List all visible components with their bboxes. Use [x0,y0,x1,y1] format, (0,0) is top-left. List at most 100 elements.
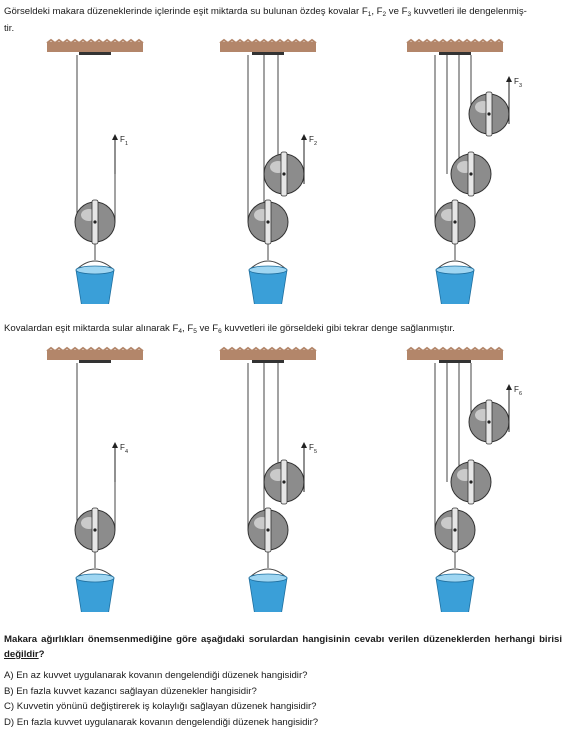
force-subscript: 3 [519,83,522,89]
pulley-axle [282,172,286,176]
water-bucket [248,568,288,612]
intro-text: Görseldeki makara düzeneklerinde içlerin… [4,6,527,34]
water-bucket [248,260,288,304]
ceiling-texture [406,346,504,353]
bucket-rim [248,265,288,275]
water-bucket [435,568,475,612]
pulley-axle [93,220,97,224]
bucket-body [75,577,115,612]
force-label: F [514,385,519,394]
option-d[interactable]: D) En fazla kuvvet uygulanarak kovanın d… [4,716,319,728]
pulley-1 [434,507,476,553]
water-bucket [435,260,475,304]
force-label: F [120,443,125,452]
ceiling-beam [406,346,504,363]
pulley-upper [263,459,305,505]
ceiling-block [220,42,316,52]
force-head [112,442,118,448]
pulley-2 [450,459,492,505]
ceiling-texture [46,38,144,45]
pulley-axle [469,480,473,484]
answer-options: A) En az kuvvet uygulanarak kovanın deng… [4,668,564,730]
force-subscript: 6 [519,391,522,397]
water-bucket [75,260,115,304]
ceiling-beam [46,38,144,55]
ceiling-bar [439,360,471,363]
force-subscript: 2 [314,141,317,147]
pulley-axle [93,528,97,532]
ceiling-block [407,42,503,52]
ceiling-beam [46,346,144,363]
intro-text-second: Kovalardan eşit miktarda sular alınarak … [4,323,455,335]
bucket-rim [435,573,475,583]
bucket-rim [248,573,288,583]
ceiling-bar [439,52,471,55]
pulley-axle [487,112,491,116]
force-subscript: 5 [314,449,317,455]
bucket-body [75,269,115,304]
ceiling-bar [252,360,284,363]
bucket-body [435,577,475,612]
force-label: F [309,135,314,144]
option-a[interactable]: A) En az kuvvet uygulanarak kovanın deng… [4,670,308,681]
ceiling-block [220,350,316,360]
ceiling-texture [219,38,317,45]
bucket-body [248,577,288,612]
force-label: F [309,443,314,452]
force-head [301,134,307,140]
pulley-axle [453,220,457,224]
bucket-body [248,269,288,304]
ceiling-texture [219,346,317,353]
pulley-axle [266,220,270,224]
ceiling-beam [219,346,317,363]
bucket-rim [75,265,115,275]
ceiling-bar [79,360,111,363]
pulley-2 [450,151,492,197]
force-head [506,384,512,390]
pulley-axle [469,172,473,176]
force-head [112,134,118,140]
ceiling-texture [406,38,504,45]
ceiling-block [47,42,143,52]
question-stem: Makara ağırlıkları önemsenmediğine göre … [4,634,562,660]
pulley-lower [247,199,289,245]
ceiling-bar [79,52,111,55]
bucket-rim [435,265,475,275]
force-head [506,76,512,82]
pulley-axle [487,420,491,424]
option-c[interactable]: C) Kuvvetin yönünü değiştirerek iş kolay… [4,701,317,712]
ceiling-block [407,350,503,360]
pulley [74,507,116,553]
bucket-body [435,269,475,304]
ceiling-bar [252,52,284,55]
force-label: F [514,77,519,86]
force-subscript: 1 [125,141,128,147]
pulley-axle [453,528,457,532]
bucket-rim [75,573,115,583]
ceiling-block [47,350,143,360]
force-head [301,442,307,448]
force-subscript: 4 [125,449,128,455]
ceiling-beam [219,38,317,55]
pulley-3 [468,91,510,137]
pulley-upper [263,151,305,197]
pulley-lower [247,507,289,553]
pulley [74,199,116,245]
pulley-axle [266,528,270,532]
option-b[interactable]: B) En fazla kuvvet kazancı sağlayan düze… [4,685,257,697]
ceiling-beam [406,38,504,55]
water-bucket [75,568,115,612]
pulley-axle [282,480,286,484]
pulley-3 [468,399,510,445]
ceiling-texture [46,346,144,353]
